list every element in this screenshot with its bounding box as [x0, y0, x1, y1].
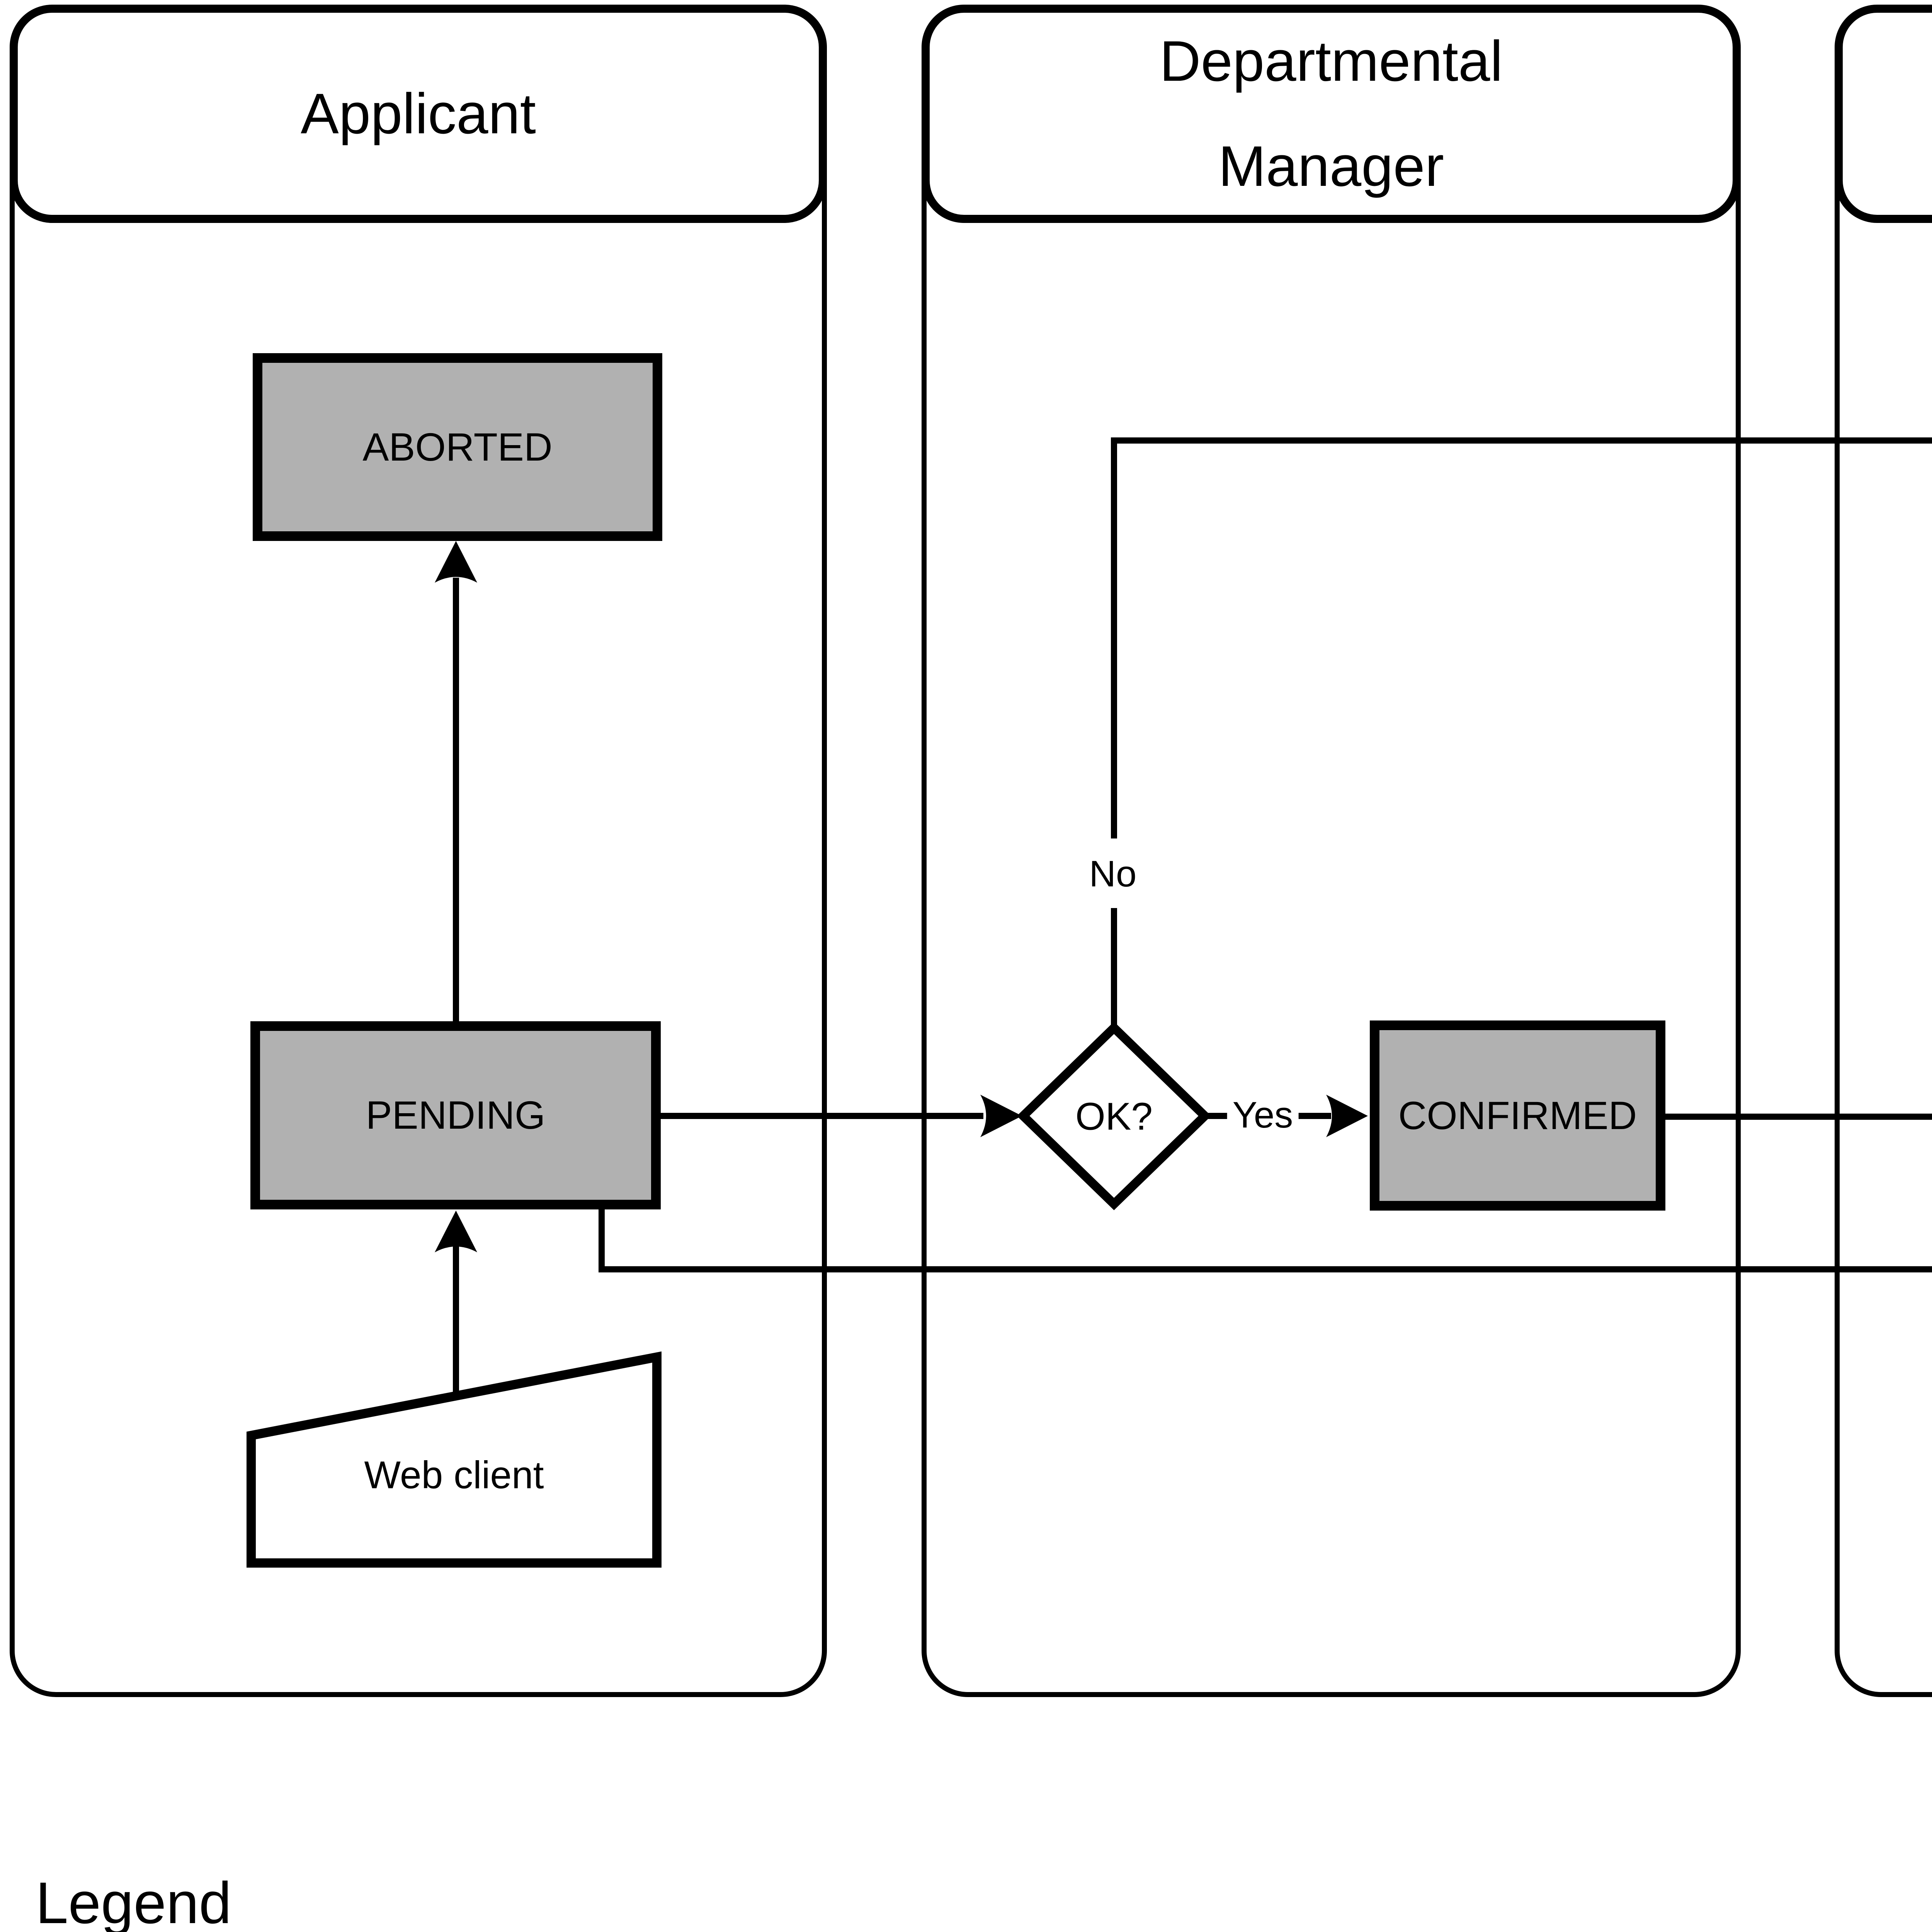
edge-label-dm-yes: Yes	[1227, 1094, 1299, 1136]
lane-title-line: Departmental	[1159, 29, 1503, 93]
swimlane-applicant: Applicant	[10, 5, 827, 1697]
node-pending: PENDING	[250, 1021, 661, 1209]
node-confirmed: CONFIRMED	[1370, 1020, 1665, 1211]
web-client-shape	[247, 1351, 662, 1568]
dm-decision-diamond	[1017, 1021, 1211, 1211]
lane-title-line: Applicant	[301, 82, 536, 146]
lane-header-applicant: Applicant	[10, 5, 827, 223]
swimlane-departmental-manager: Departmental Manager	[922, 5, 1741, 1697]
legend-title: Legend	[36, 1870, 232, 1932]
lane-title-departmental-manager: Departmental Manager	[1160, 9, 1503, 219]
lane-header-departmental-manager: Departmental Manager	[922, 5, 1741, 223]
lane-title-applicant: Applicant	[301, 61, 536, 167]
lane-header-hr-department: HR Department	[1835, 5, 1932, 223]
dm-decision-label: OK?	[1075, 1095, 1153, 1138]
node-aborted: ABORTED	[253, 353, 662, 541]
edge-label-dm-no: No	[1083, 853, 1142, 895]
web-client-label: Web client	[364, 1453, 544, 1497]
lane-title-line: Manager	[1218, 134, 1444, 198]
swimlane-hr-department: HR Department	[1835, 5, 1932, 1697]
